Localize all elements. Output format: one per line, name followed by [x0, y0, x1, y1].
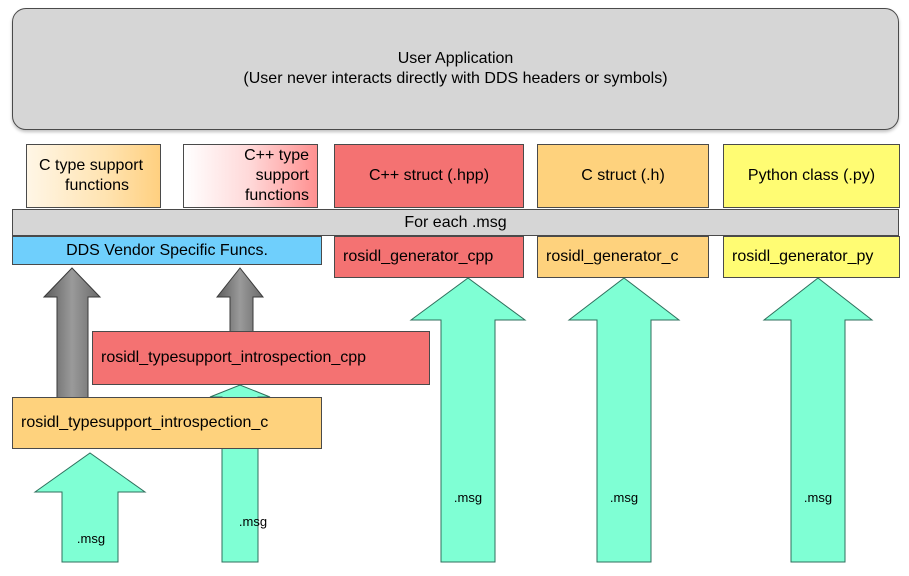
- gray-arrow-right: [215, 267, 265, 333]
- c-type-support-box: C type support functions: [26, 144, 161, 208]
- for-each-msg-label: For each .msg: [404, 213, 507, 231]
- cpp-type-support-line-2: support: [255, 167, 309, 184]
- cpp-struct-box: C++ struct (.hpp): [334, 144, 524, 208]
- msg-label-2: .msg: [238, 514, 268, 529]
- typesupport-introspection-cpp-box: rosidl_typesupport_introspection_cpp: [92, 331, 430, 385]
- msg-label-5: .msg: [803, 490, 833, 505]
- msg-arrow-4: [567, 277, 681, 563]
- dds-vendor-label: DDS Vendor Specific Funcs.: [66, 241, 268, 259]
- user-application-subtitle: (User never interacts directly with DDS …: [243, 70, 668, 87]
- msg-arrow-3: [409, 277, 527, 563]
- msg-label-3: .msg: [453, 490, 483, 505]
- generator-cpp-label: rosidl_generator_cpp: [343, 248, 494, 265]
- for-each-msg-bar: For each .msg: [12, 209, 899, 236]
- msg-arrow-1: [33, 452, 147, 563]
- generator-c-label: rosidl_generator_c: [546, 248, 679, 265]
- typesupport-introspection-cpp-label: rosidl_typesupport_introspection_cpp: [101, 349, 367, 366]
- python-class-box: Python class (.py): [723, 144, 900, 208]
- cpp-struct-label: C++ struct (.hpp): [368, 167, 490, 184]
- c-type-support-line-2: functions: [65, 177, 130, 194]
- c-type-support-line-1: C type support: [39, 157, 144, 174]
- generator-c-box: rosidl_generator_c: [537, 236, 709, 278]
- python-class-label: Python class (.py): [747, 167, 876, 184]
- cpp-type-support-box: C++ type support functions: [183, 144, 318, 208]
- gray-arrow-left: [42, 267, 102, 399]
- msg-label-1: .msg: [76, 531, 106, 546]
- typesupport-introspection-c-box: rosidl_typesupport_introspection_c: [12, 397, 322, 449]
- c-struct-label: C struct (.h): [581, 167, 665, 184]
- msg-label-4: .msg: [609, 490, 639, 505]
- c-struct-box: C struct (.h): [537, 144, 709, 208]
- user-application-box: User Application (User never interacts d…: [12, 8, 899, 130]
- dds-vendor-box: DDS Vendor Specific Funcs.: [12, 236, 322, 265]
- cpp-type-support-line-1: C++ type: [244, 147, 309, 164]
- typesupport-introspection-c-label: rosidl_typesupport_introspection_c: [21, 414, 269, 431]
- user-application-title: User Application: [397, 50, 514, 67]
- generator-py-label: rosidl_generator_py: [732, 248, 874, 265]
- msg-arrow-5: [762, 277, 874, 563]
- cpp-type-support-line-3: functions: [244, 187, 309, 204]
- generator-py-box: rosidl_generator_py: [723, 236, 900, 278]
- generator-cpp-box: rosidl_generator_cpp: [334, 236, 524, 278]
